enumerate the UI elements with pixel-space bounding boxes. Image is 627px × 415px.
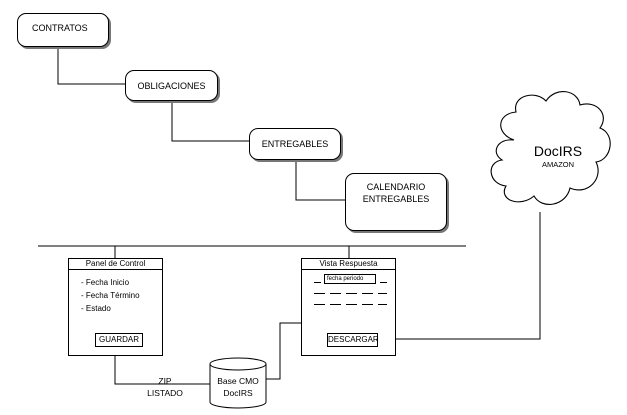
filter-fecha-termino: - Fecha Término xyxy=(81,291,140,300)
cloud-subtitle: AMAZON xyxy=(541,160,575,169)
filter-estado: - Estado xyxy=(81,304,111,313)
placeholder-line xyxy=(346,304,357,305)
placeholder-line xyxy=(362,293,373,294)
connector-database-vista xyxy=(265,322,301,380)
database-label-line1: Base CMO xyxy=(217,376,259,386)
connector-entregables-calendario xyxy=(295,160,345,201)
placeholder-line xyxy=(378,304,387,305)
placeholder-line xyxy=(314,293,325,294)
placeholder-line xyxy=(314,304,325,305)
contratos-label: CONTRATOS xyxy=(32,23,88,33)
obligaciones-label: OBLIGACIONES xyxy=(137,80,206,91)
database-label-line2: DocIRS xyxy=(223,388,253,398)
listado-label: LISTADO xyxy=(147,388,183,398)
database-cylinder xyxy=(209,357,267,409)
panel-de-control: Panel de Control - Fecha Inicio - Fecha … xyxy=(68,258,163,356)
obligaciones-box: OBLIGACIONES xyxy=(125,70,218,101)
calendario-entregables-box: CALENDARIO ENTREGABLES xyxy=(345,173,447,231)
fecha-periodo-field[interactable]: fecha periodo xyxy=(324,274,376,284)
cloud-shape xyxy=(490,91,611,205)
zip-label: ZIP xyxy=(158,376,172,386)
placeholder-line xyxy=(378,293,387,294)
placeholder-line xyxy=(362,304,373,305)
connector-contratos-obligaciones xyxy=(57,47,125,85)
entregables-label: ENTREGABLES xyxy=(261,139,329,149)
placeholder-line xyxy=(380,282,387,283)
calendario-label-line1: CALENDARIO xyxy=(366,182,426,192)
connector-descargar-cloud xyxy=(377,212,541,340)
guardar-button[interactable]: GUARDAR xyxy=(95,333,143,347)
entregables-box: ENTREGABLES xyxy=(249,128,341,160)
vista-respuesta-panel: Vista Respuesta fecha periodo DESCARGAR xyxy=(301,258,396,356)
cloud-title: DocIRS xyxy=(533,143,583,159)
vista-respuesta-title: Vista Respuesta xyxy=(302,259,395,270)
placeholder-line xyxy=(330,293,341,294)
descargar-button[interactable]: DESCARGAR xyxy=(327,333,379,347)
calendario-label-line2: ENTREGABLES xyxy=(362,194,430,204)
placeholder-line xyxy=(314,282,321,283)
contratos-box: CONTRATOS xyxy=(17,13,109,47)
placeholder-line xyxy=(346,293,357,294)
connector-obligaciones-entregables xyxy=(171,101,249,142)
placeholder-line xyxy=(330,304,341,305)
panel-de-control-title: Panel de Control xyxy=(69,259,162,270)
filter-fecha-inicio: - Fecha Inicio xyxy=(81,278,130,287)
connector-panel-database xyxy=(114,356,210,385)
